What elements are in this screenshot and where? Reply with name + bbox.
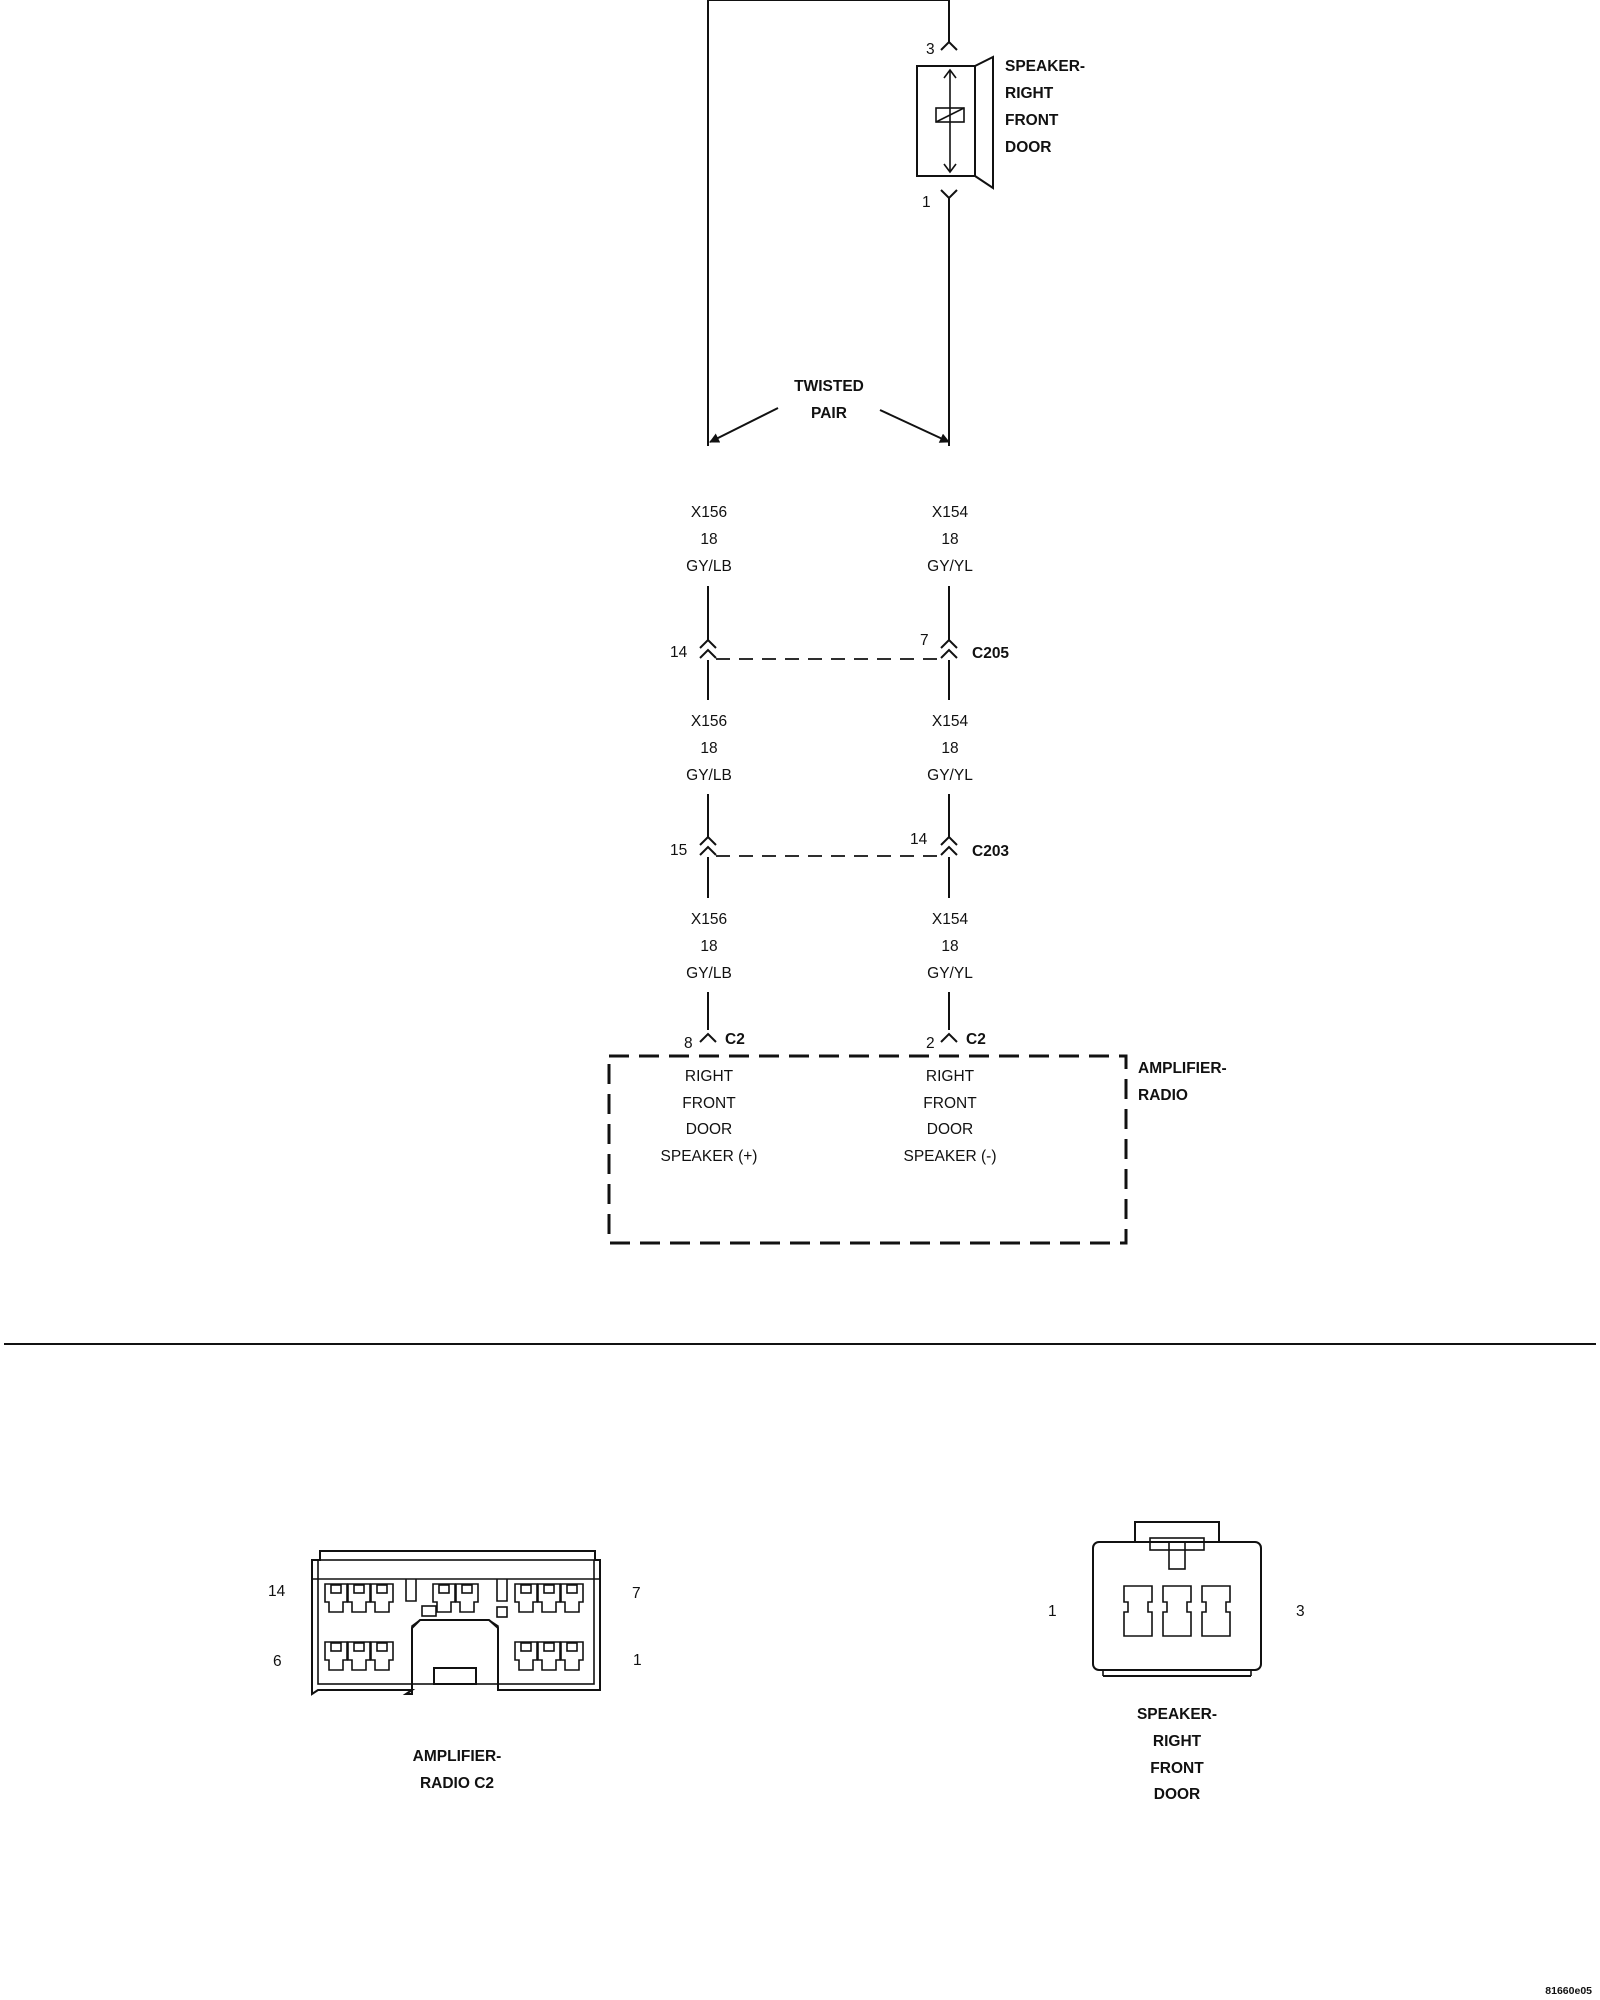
svg-text:RIGHT: RIGHT — [685, 1068, 734, 1085]
svg-text:RADIO C2: RADIO C2 — [420, 1775, 494, 1792]
wire-label-x156-seg2: X156 18 GY/LB — [686, 713, 732, 784]
svg-text:FRONT: FRONT — [923, 1095, 977, 1112]
svg-text:FRONT: FRONT — [682, 1095, 736, 1112]
svg-text:SPEAKER (-): SPEAKER (-) — [903, 1148, 996, 1165]
svg-text:FRONT: FRONT — [1005, 112, 1059, 129]
svg-text:GY/LB: GY/LB — [686, 965, 732, 982]
svg-text:SPEAKER-: SPEAKER- — [1137, 1706, 1217, 1723]
figure-id: 81660e05 — [1545, 1985, 1592, 1997]
svg-text:DOOR: DOOR — [1005, 139, 1052, 156]
amplifier-radio-label: AMPLIFIER- RADIO — [1138, 1060, 1227, 1104]
c203-connector — [699, 835, 958, 857]
svg-text:X154: X154 — [932, 713, 969, 730]
wire-label-x154-seg1: X154 18 GY/YL — [927, 504, 973, 575]
speaker-label: SPEAKER- RIGHT FRONT DOOR — [1005, 58, 1085, 156]
c2-left-pin: 8 — [684, 1035, 693, 1052]
amplifier-function-speaker-plus: RIGHT FRONT DOOR SPEAKER (+) — [661, 1068, 758, 1165]
c205-left-pin: 14 — [670, 644, 688, 661]
svg-text:RIGHT: RIGHT — [1005, 85, 1054, 102]
c205-label: C205 — [972, 645, 1009, 662]
svg-text:DOOR: DOOR — [1154, 1786, 1201, 1803]
svg-text:18: 18 — [941, 740, 958, 757]
twisted-pair-arrow-left — [709, 407, 779, 443]
wire-label-x154-seg3: X154 18 GY/YL — [927, 911, 973, 982]
svg-text:DOOR: DOOR — [927, 1121, 974, 1138]
svg-text:X156: X156 — [691, 911, 727, 928]
twisted-pair-arrow-right — [879, 409, 950, 443]
amp-c2-title: AMPLIFIER- RADIO C2 — [413, 1748, 502, 1792]
speaker-pin1-terminal — [940, 189, 958, 200]
svg-text:SPEAKER (+): SPEAKER (+) — [661, 1148, 758, 1165]
speaker-connector-pin-left: 1 — [1048, 1603, 1057, 1620]
svg-text:X156: X156 — [691, 504, 727, 521]
c2-pin2-terminal — [940, 1032, 958, 1043]
c203-label: C203 — [972, 843, 1009, 860]
amplifier-radio-box — [607, 1054, 1128, 1245]
twisted-pair-label: TWISTED PAIR — [794, 378, 864, 422]
amp-c2-pin-bottom-left: 6 — [273, 1653, 282, 1670]
amplifier-function-speaker-minus: RIGHT FRONT DOOR SPEAKER (-) — [903, 1068, 996, 1165]
amp-c2-pin-top-right: 7 — [632, 1585, 641, 1602]
svg-text:AMPLIFIER-: AMPLIFIER- — [1138, 1060, 1227, 1077]
amp-c2-pin-top-left: 14 — [268, 1583, 286, 1600]
svg-text:18: 18 — [700, 938, 717, 955]
svg-text:X154: X154 — [932, 911, 969, 928]
speaker-connector-face — [1092, 1521, 1262, 1677]
svg-text:AMPLIFIER-: AMPLIFIER- — [413, 1748, 502, 1765]
svg-text:RIGHT: RIGHT — [926, 1068, 975, 1085]
c203-right-pin: 14 — [910, 831, 928, 848]
svg-text:RIGHT: RIGHT — [1153, 1733, 1202, 1750]
svg-text:FRONT: FRONT — [1150, 1760, 1204, 1777]
svg-text:GY/YL: GY/YL — [927, 965, 973, 982]
svg-text:18: 18 — [941, 938, 958, 955]
svg-text:PAIR: PAIR — [811, 405, 847, 422]
speaker-pin3-terminal — [940, 40, 958, 51]
speaker-pin-top: 3 — [926, 41, 935, 58]
svg-text:18: 18 — [700, 740, 717, 757]
c205-connector — [699, 638, 958, 660]
c2-pin8-terminal — [699, 1032, 717, 1043]
speaker-pin-bottom: 1 — [922, 194, 931, 211]
wire-x156-top — [707, 0, 950, 446]
svg-text:RADIO: RADIO — [1138, 1087, 1188, 1104]
svg-text:18: 18 — [700, 531, 717, 548]
svg-text:TWISTED: TWISTED — [794, 378, 864, 395]
c2-right-pin: 2 — [926, 1035, 935, 1052]
c203-left-pin: 15 — [670, 842, 687, 859]
wire-label-x156-seg3: X156 18 GY/LB — [686, 911, 732, 982]
c2-right-label: C2 — [966, 1031, 986, 1048]
wire-label-x156-seg1: X156 18 GY/LB — [686, 504, 732, 575]
amp-c2-pin-bottom-right: 1 — [633, 1652, 642, 1669]
svg-text:X156: X156 — [691, 713, 727, 730]
svg-text:18: 18 — [941, 531, 958, 548]
svg-text:X154: X154 — [932, 504, 969, 521]
wire-label-x154-seg2: X154 18 GY/YL — [927, 713, 973, 784]
speaker-connector-title: SPEAKER- RIGHT FRONT DOOR — [1137, 1706, 1217, 1803]
speaker-connector-pin-right: 3 — [1296, 1603, 1305, 1620]
svg-text:DOOR: DOOR — [686, 1121, 733, 1138]
speaker-symbol — [916, 55, 994, 190]
svg-text:SPEAKER-: SPEAKER- — [1005, 58, 1085, 75]
svg-text:GY/YL: GY/YL — [927, 767, 973, 784]
amp-c2-connector-face — [311, 1550, 601, 1696]
c2-left-label: C2 — [725, 1031, 745, 1048]
svg-text:GY/YL: GY/YL — [927, 558, 973, 575]
c205-right-pin: 7 — [920, 632, 929, 649]
svg-text:GY/LB: GY/LB — [686, 767, 732, 784]
svg-text:GY/LB: GY/LB — [686, 558, 732, 575]
